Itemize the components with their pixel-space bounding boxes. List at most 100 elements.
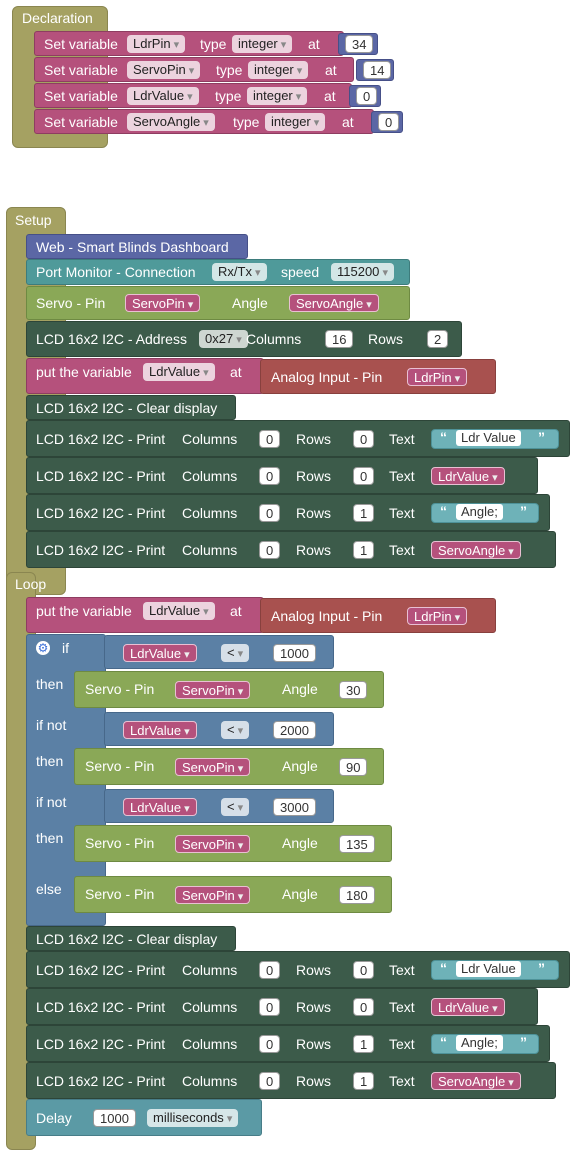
variable-dropdown[interactable]: LdrValue: [143, 602, 215, 620]
lcd-init-block[interactable]: LCD 16x2 I2C - Address 0x27 Columns 16 R…: [26, 321, 462, 357]
compare-block[interactable]: LdrValue < 1000: [104, 635, 334, 669]
web-dashboard-block[interactable]: Web - Smart Blinds Dashboard: [26, 234, 248, 259]
text-string-block[interactable]: “ Ldr Value ”: [431, 960, 559, 980]
ldr-pin-variable[interactable]: LdrPin: [407, 368, 468, 386]
servo-block[interactable]: Servo - Pin ServoPin Angle 90: [74, 748, 384, 785]
time-unit-dropdown[interactable]: milliseconds: [147, 1109, 239, 1127]
baud-rate-dropdown[interactable]: 115200: [331, 263, 394, 281]
address-dropdown[interactable]: 0x27: [199, 330, 248, 348]
string-value[interactable]: Ldr Value: [456, 961, 521, 977]
compare-block[interactable]: LdrValue < 2000: [104, 712, 334, 746]
analog-input-block[interactable]: Analog Input - Pin LdrPin: [260, 598, 496, 633]
variable-name-dropdown[interactable]: ServoPin: [127, 61, 201, 79]
delay-block[interactable]: Delay 1000 milliseconds: [26, 1099, 262, 1136]
servo-block[interactable]: Servo - Pin ServoPin Angle 30: [74, 671, 384, 708]
delay-value-field[interactable]: 1000: [93, 1109, 136, 1127]
lcd-clear-block[interactable]: LCD 16x2 I2C - Clear display: [26, 926, 236, 951]
compare-value-field[interactable]: 1000: [273, 644, 316, 662]
operator-dropdown[interactable]: <: [221, 798, 250, 816]
servo-angle-variable[interactable]: ServoAngle: [289, 294, 379, 312]
column-field[interactable]: 0: [259, 1035, 281, 1053]
set-variable-block[interactable]: Set variable LdrValue type integer at: [34, 83, 352, 108]
operator-dropdown[interactable]: <: [221, 644, 250, 662]
type-dropdown[interactable]: integer: [265, 113, 326, 131]
lcd-print-block[interactable]: LCD 16x2 I2C - Print Columns 0 Rows 0 Te…: [26, 951, 570, 988]
rows-field[interactable]: 2: [427, 330, 449, 348]
lcd-print-block[interactable]: LCD 16x2 I2C - Print Columns 0 Rows 1 Te…: [26, 531, 556, 568]
text-string-block[interactable]: “ Angle; ”: [431, 1034, 539, 1054]
lcd-print-block[interactable]: LCD 16x2 I2C - Print Columns 0 Rows 0 Te…: [26, 457, 538, 494]
connection-mode-dropdown[interactable]: Rx/Tx: [212, 263, 267, 281]
servo-pin-variable[interactable]: ServoPin: [175, 681, 251, 699]
angle-field[interactable]: 90: [339, 758, 368, 776]
text-string-block[interactable]: “ Angle; ”: [431, 503, 539, 523]
put-variable-block[interactable]: put the variable LdrValue at: [26, 597, 264, 633]
string-value[interactable]: Angle;: [456, 504, 503, 520]
column-field[interactable]: 0: [259, 961, 281, 979]
row-field[interactable]: 0: [353, 430, 375, 448]
string-value[interactable]: Ldr Value: [456, 430, 521, 446]
column-field[interactable]: 0: [259, 430, 281, 448]
put-variable-block[interactable]: put the variable LdrValue at: [26, 358, 264, 394]
column-field[interactable]: 0: [259, 467, 281, 485]
lcd-print-block[interactable]: LCD 16x2 I2C - Print Columns 0 Rows 0 Te…: [26, 988, 538, 1025]
set-variable-block[interactable]: Set variable ServoPin type integer at: [34, 57, 354, 82]
text-variable[interactable]: ServoAngle: [431, 1072, 521, 1090]
compare-value-field[interactable]: 2000: [273, 721, 316, 739]
angle-field[interactable]: 30: [339, 681, 368, 699]
row-field[interactable]: 0: [353, 961, 375, 979]
variable-name-dropdown[interactable]: LdrPin: [127, 35, 186, 53]
analog-input-block[interactable]: Analog Input - Pin LdrPin: [260, 359, 496, 394]
lcd-print-block[interactable]: LCD 16x2 I2C - Print Columns 0 Rows 1 Te…: [26, 494, 550, 531]
servo-pin-variable[interactable]: ServoPin: [175, 886, 251, 904]
servo-pin-variable[interactable]: ServoPin: [175, 758, 251, 776]
text-variable[interactable]: ServoAngle: [431, 541, 521, 559]
columns-field[interactable]: 16: [325, 330, 354, 348]
type-dropdown[interactable]: integer: [247, 87, 308, 105]
ldr-pin-variable[interactable]: LdrPin: [407, 607, 468, 625]
servo-block[interactable]: Servo - Pin ServoPin Angle ServoAngle: [26, 286, 410, 320]
variable-dropdown[interactable]: LdrValue: [143, 363, 215, 381]
text-variable[interactable]: LdrValue: [431, 998, 505, 1016]
column-field[interactable]: 0: [259, 998, 281, 1016]
row-field[interactable]: 1: [353, 541, 375, 559]
compare-block[interactable]: LdrValue < 3000: [104, 789, 334, 823]
servo-block[interactable]: Servo - Pin ServoPin Angle 135: [74, 825, 392, 862]
lcd-print-block[interactable]: LCD 16x2 I2C - Print Columns 0 Rows 0 Te…: [26, 420, 570, 457]
set-variable-block[interactable]: Set variable LdrPin type integer at: [34, 31, 344, 56]
compare-value-field[interactable]: 3000: [273, 798, 316, 816]
row-field[interactable]: 1: [353, 1035, 375, 1053]
type-dropdown[interactable]: integer: [232, 35, 293, 53]
operator-dropdown[interactable]: <: [221, 721, 250, 739]
string-value[interactable]: Angle;: [456, 1035, 503, 1051]
value-field[interactable]: 14: [363, 61, 392, 79]
angle-field[interactable]: 180: [339, 886, 375, 904]
value-field[interactable]: 0: [356, 87, 378, 105]
type-dropdown[interactable]: integer: [248, 61, 309, 79]
servo-pin-variable[interactable]: ServoPin: [125, 294, 201, 312]
port-monitor-block[interactable]: Port Monitor - Connection Rx/Tx speed 11…: [26, 259, 410, 285]
column-field[interactable]: 0: [259, 1072, 281, 1090]
compare-variable[interactable]: LdrValue: [123, 644, 197, 662]
variable-name-dropdown[interactable]: LdrValue: [127, 87, 199, 105]
row-field[interactable]: 1: [353, 1072, 375, 1090]
row-field[interactable]: 1: [353, 504, 375, 522]
servo-pin-variable[interactable]: ServoPin: [175, 835, 251, 853]
lcd-print-block[interactable]: LCD 16x2 I2C - Print Columns 0 Rows 1 Te…: [26, 1025, 550, 1062]
row-field[interactable]: 0: [353, 998, 375, 1016]
text-string-block[interactable]: “ Ldr Value ”: [431, 429, 559, 449]
column-field[interactable]: 0: [259, 541, 281, 559]
gear-icon[interactable]: ⚙: [36, 641, 50, 655]
set-variable-block[interactable]: Set variable ServoAngle type integer at: [34, 109, 374, 134]
lcd-clear-block[interactable]: LCD 16x2 I2C - Clear display: [26, 395, 236, 420]
column-field[interactable]: 0: [259, 504, 281, 522]
compare-variable[interactable]: LdrValue: [123, 798, 197, 816]
angle-field[interactable]: 135: [339, 835, 375, 853]
compare-variable[interactable]: LdrValue: [123, 721, 197, 739]
text-variable[interactable]: LdrValue: [431, 467, 505, 485]
value-field[interactable]: 34: [345, 35, 374, 53]
lcd-print-block[interactable]: LCD 16x2 I2C - Print Columns 0 Rows 1 Te…: [26, 1062, 556, 1099]
row-field[interactable]: 0: [353, 467, 375, 485]
value-field[interactable]: 0: [378, 113, 400, 131]
variable-name-dropdown[interactable]: ServoAngle: [127, 113, 215, 131]
